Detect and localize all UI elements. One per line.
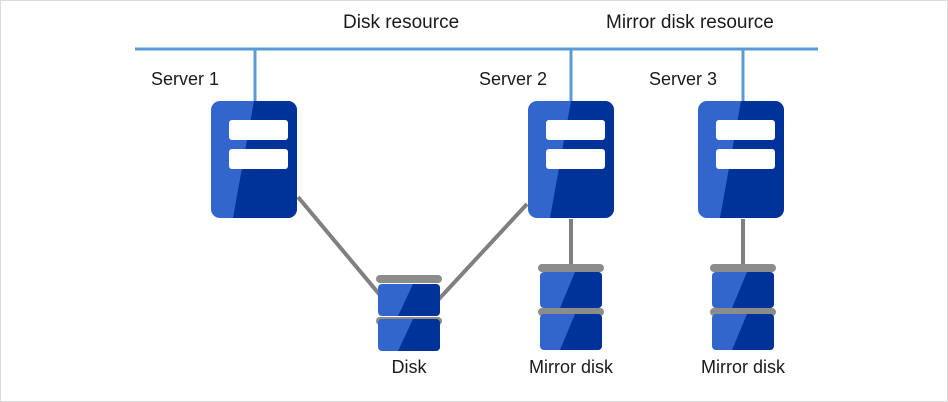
server-slot-bar [229,120,288,140]
server-slot-bar [716,149,775,169]
mirror-disk-2-label: Mirror disk [529,357,613,377]
server-icon-3[interactable] [698,101,784,218]
mirror-disk-resource-label: Mirror disk resource [606,12,774,33]
server-slot-bar [546,149,605,169]
server-slot-bar [229,149,288,169]
disk-icon-mirror-2[interactable] [538,264,604,350]
shared-disk-label: Disk [391,357,427,377]
disk-icon-shared[interactable] [376,275,442,351]
server-slot-bar [546,120,605,140]
server-icon-1[interactable] [211,101,297,218]
disk-band [376,275,442,283]
disk-resource-label: Disk resource [343,12,460,33]
server-icon-2[interactable] [528,101,614,218]
mirror-disk-3-label: Mirror disk [701,357,785,377]
server-3-label: Server 3 [649,69,718,89]
server-2-label: Server 2 [479,69,548,89]
disk-band [538,264,604,272]
connector-server2-to-disk [424,202,529,315]
disk-band [710,264,776,272]
server-1-label: Server 1 [151,69,220,89]
server-slot-bar [716,120,775,140]
disk-icon-mirror-3[interactable] [710,264,776,350]
